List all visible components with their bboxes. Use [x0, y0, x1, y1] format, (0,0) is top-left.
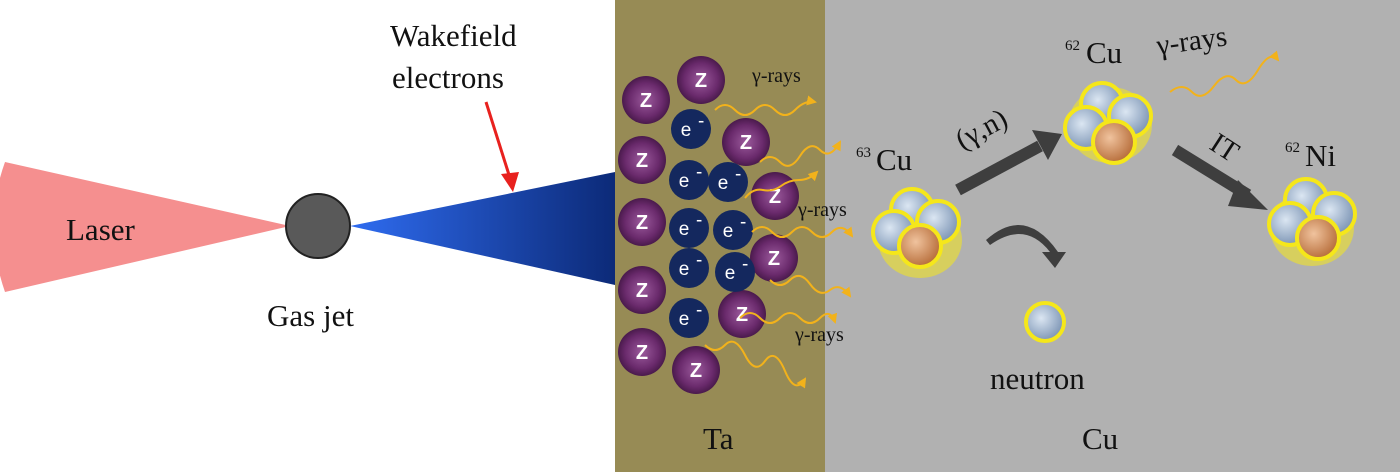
- electron: e-: [708, 162, 748, 202]
- ni62-mass-number: 62: [1285, 140, 1300, 156]
- z-particle: Z: [618, 328, 666, 376]
- gamma-ray-squiggle: [704, 340, 807, 389]
- z-particle: Z: [618, 136, 666, 184]
- cu63-nucleus: [871, 187, 962, 278]
- svg-text:e: e: [679, 259, 690, 280]
- z-particle: Z: [750, 234, 798, 282]
- z-particle: Z: [718, 290, 766, 338]
- ni62-nucleus: [1267, 177, 1357, 266]
- z-particles: Z Z Z Z Z Z Z Z Z Z Z: [618, 56, 799, 394]
- electron: e-: [669, 160, 709, 200]
- electrons: e- e- e- e- e- e- e- e-: [669, 109, 755, 338]
- electron: e-: [669, 208, 709, 248]
- neutron-particle: [1024, 301, 1066, 343]
- svg-text:e: e: [679, 219, 690, 240]
- gas-jet-circle: [285, 193, 351, 259]
- cu62-symbol: Cu: [1086, 35, 1122, 70]
- svg-text:e: e: [679, 309, 690, 330]
- z-particle: Z: [622, 76, 670, 124]
- svg-text:e: e: [679, 171, 690, 192]
- z-particle: Z: [722, 118, 770, 166]
- electron: e-: [715, 252, 755, 292]
- svg-text:-: -: [742, 254, 748, 275]
- ta-label: Ta: [703, 421, 734, 456]
- gamma-rays-label-bottom: γ-rays: [794, 324, 844, 346]
- gamma-rays-label-top: γ-rays: [751, 65, 801, 87]
- svg-text:Z: Z: [690, 360, 702, 382]
- gas-jet-label: Gas jet: [267, 298, 354, 333]
- cu-label: Cu: [1082, 421, 1118, 456]
- svg-text:Z: Z: [740, 132, 752, 154]
- gamma-ray-squiggle: [751, 226, 854, 238]
- electron: e-: [713, 210, 753, 250]
- svg-text:-: -: [696, 210, 702, 231]
- gamma-ray-squiggle: [769, 274, 852, 298]
- electron: e-: [669, 298, 709, 338]
- svg-text:-: -: [696, 162, 702, 183]
- svg-text:Z: Z: [636, 212, 648, 234]
- z-particle: Z: [672, 346, 720, 394]
- z-particle: Z: [751, 172, 799, 220]
- svg-text:Z: Z: [636, 280, 648, 302]
- z-particle: Z: [618, 266, 666, 314]
- svg-text:-: -: [735, 164, 741, 185]
- electron: e-: [669, 248, 709, 288]
- gamma-ray-squiggle: [714, 95, 817, 116]
- svg-text:Z: Z: [768, 248, 780, 270]
- gamma-ray-squiggle: [739, 312, 838, 324]
- neutron-emission-arrow: [986, 225, 1066, 268]
- svg-text:-: -: [696, 300, 702, 321]
- svg-text:Z: Z: [636, 150, 648, 172]
- svg-text:-: -: [698, 111, 704, 132]
- cu63-mass-number: 63: [856, 145, 871, 161]
- svg-text:Z: Z: [640, 90, 652, 112]
- laser-cone: [0, 162, 290, 292]
- cu62-mass-number: 62: [1065, 38, 1080, 54]
- gamma-ray-squiggle: [759, 140, 841, 167]
- z-particle: Z: [618, 198, 666, 246]
- reaction-arrow-gamma-n: [955, 130, 1062, 196]
- svg-text:-: -: [740, 212, 746, 233]
- wakefield-arrow-line: [484, 101, 512, 179]
- svg-text:e: e: [725, 263, 736, 284]
- laser-label: Laser: [66, 212, 136, 247]
- ni62-symbol: Ni: [1305, 138, 1336, 173]
- gamma-ray-squiggle: [1169, 50, 1280, 97]
- svg-text:-: -: [696, 250, 702, 271]
- svg-text:Z: Z: [695, 70, 707, 92]
- neutron-label: neutron: [990, 361, 1085, 396]
- svg-text:Z: Z: [636, 342, 648, 364]
- gamma-ray-squiggle: [744, 170, 819, 199]
- gamma-ray-squiggles: [704, 50, 1280, 389]
- svg-text:e: e: [723, 221, 734, 242]
- svg-text:e: e: [681, 120, 692, 141]
- decay-arrow-it: [1171, 144, 1268, 210]
- cu62-nucleus: [1063, 81, 1153, 165]
- z-particle: Z: [677, 56, 725, 104]
- cu63-symbol: Cu: [876, 142, 912, 177]
- gamma-rays-label-middle: γ-rays: [797, 199, 847, 221]
- wakefield-label-line1: Wakefield: [390, 18, 517, 53]
- electron-beam-cone: [350, 172, 615, 285]
- wakefield-arrow-head: [501, 172, 519, 192]
- electron: e-: [671, 109, 711, 149]
- svg-text:e: e: [718, 173, 729, 194]
- svg-text:Z: Z: [769, 186, 781, 208]
- wakefield-label-line2: electrons: [392, 60, 504, 95]
